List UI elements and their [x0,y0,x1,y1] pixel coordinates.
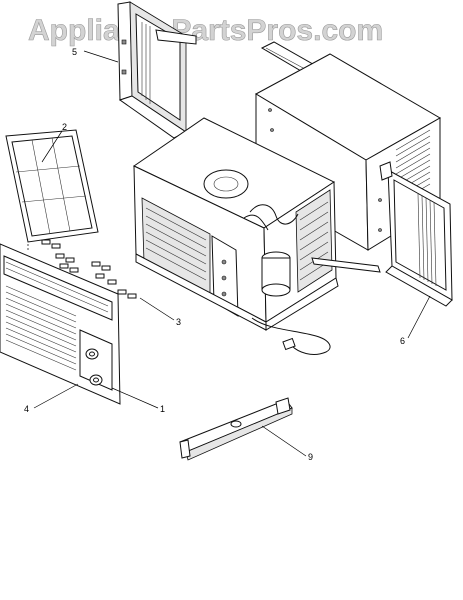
front-grille-part-1[interactable] [0,243,121,405]
blower-wheel [203,169,249,199]
watermark-logo: AppliancePartsPros.com [28,14,383,47]
leader-lines [33,50,431,457]
air-filter-part-2[interactable] [5,129,99,243]
callout-2: 2 [62,122,67,132]
support-bracket-part-9[interactable] [179,397,293,461]
condenser-coil [295,189,333,293]
chassis-assembly[interactable] [133,117,381,331]
callout-6: 6 [400,336,405,346]
callout-9: 9 [308,452,313,462]
callout-4: 4 [24,404,29,414]
callout-3: 3 [176,317,181,327]
grille-slats [5,261,109,371]
mounting-clips-part-3[interactable] [41,239,137,299]
control-knobs-part-4[interactable] [85,348,103,386]
power-cord [251,317,331,355]
callout-1: 1 [160,404,165,414]
callout-5: 5 [72,47,77,57]
side-curtain-right-part-6[interactable] [379,161,453,307]
compressor [261,251,291,297]
